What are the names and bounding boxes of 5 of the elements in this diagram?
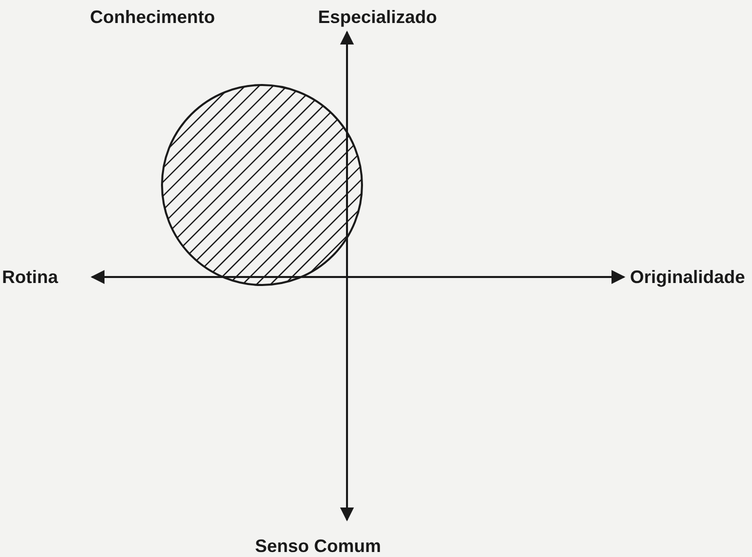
axis-label: Especializado bbox=[318, 8, 438, 26]
axis-label: Conhecimento bbox=[90, 8, 216, 26]
axis-label: Rotina bbox=[2, 268, 58, 286]
axis-label: Originalidade bbox=[630, 268, 746, 286]
axis-label: Senso Comum bbox=[255, 537, 382, 555]
